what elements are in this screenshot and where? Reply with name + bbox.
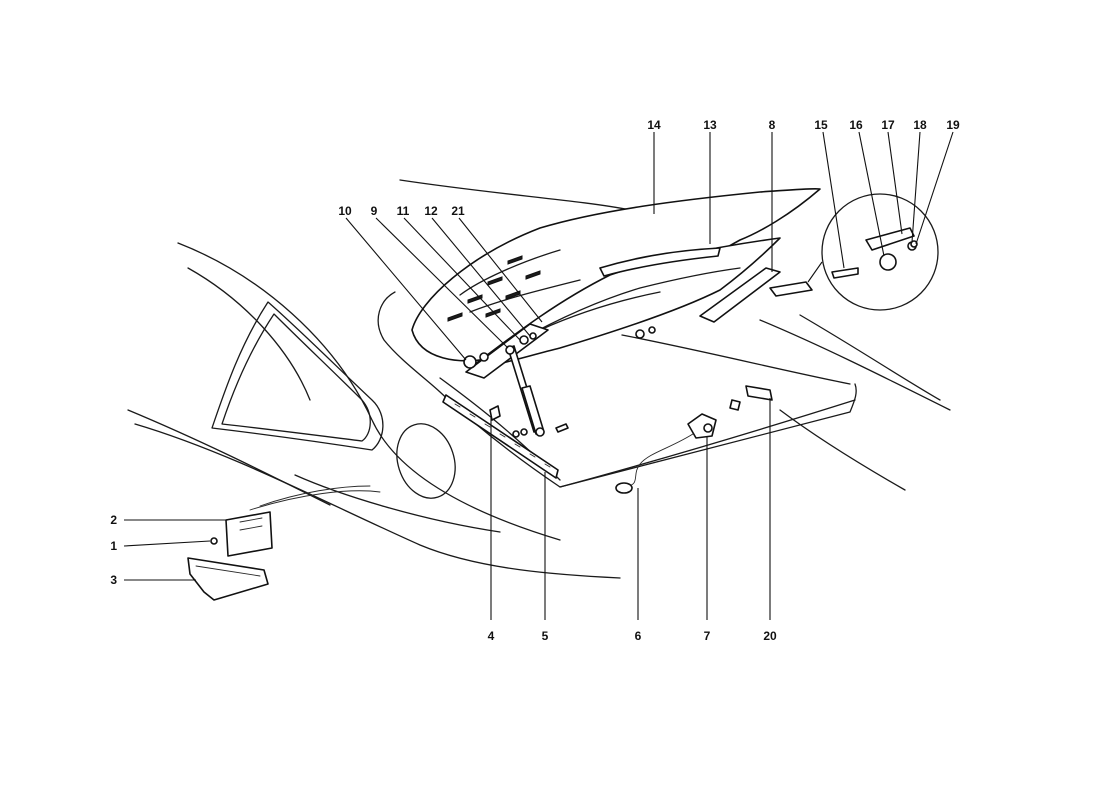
lock-assembly [187, 485, 381, 601]
callout-14: 14 [647, 118, 661, 132]
car-body-outline [127, 179, 631, 579]
side-window [211, 301, 384, 451]
release-cable [615, 431, 697, 494]
engine-bay-opening [377, 291, 951, 491]
strut-fasteners [512, 423, 569, 438]
callout-21: 21 [451, 204, 465, 218]
callout-19: 19 [946, 118, 960, 132]
callout-3: 3 [110, 573, 117, 587]
callout-10: 10 [338, 204, 352, 218]
callout-20: 20 [763, 629, 777, 643]
seal-strip [442, 394, 559, 479]
callout-11: 11 [397, 204, 410, 218]
callout-4: 4 [488, 629, 495, 643]
leader-lines [123, 131, 954, 620]
callout-15: 15 [814, 118, 828, 132]
callout-9: 9 [371, 204, 378, 218]
callout-18: 18 [913, 118, 927, 132]
callout-2: 2 [110, 513, 117, 527]
callout-12: 12 [424, 204, 438, 218]
callout-8: 8 [769, 118, 776, 132]
callout-17: 17 [881, 118, 895, 132]
engine-lid-frame [469, 237, 781, 369]
callout-labels: 1 2 3 4 5 6 7 8 9 10 11 12 13 14 15 16 1… [110, 118, 960, 643]
callout-5: 5 [542, 629, 549, 643]
callout-6: 6 [635, 629, 642, 643]
callout-16: 16 [849, 118, 863, 132]
callout-13: 13 [703, 118, 717, 132]
lid-striker [729, 385, 773, 411]
callout-7: 7 [704, 629, 711, 643]
gas-strut [505, 345, 545, 437]
pivot-fasteners [463, 326, 656, 369]
rubber-buffer [489, 405, 501, 421]
callout-1: 1 [110, 539, 117, 553]
fuel-filler-cap [396, 423, 456, 499]
lid-latch [687, 413, 717, 439]
detail-magnifier [807, 193, 939, 311]
